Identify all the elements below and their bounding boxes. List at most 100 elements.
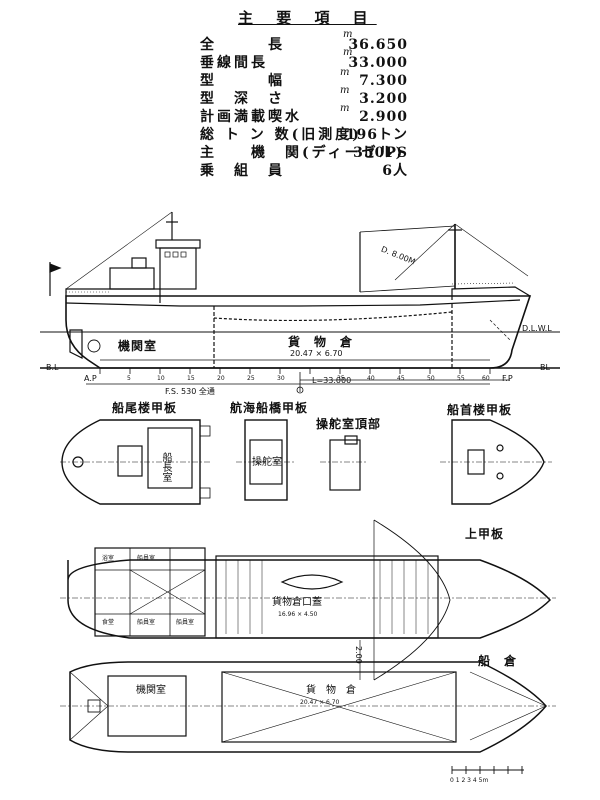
fp-label: F.P — [502, 374, 513, 383]
hold-label: 貨 物 倉 — [288, 335, 354, 349]
wheelhouse-top-plan — [320, 435, 368, 491]
scale-bar — [451, 766, 524, 774]
compass-box — [344, 435, 358, 445]
window — [172, 251, 179, 258]
stay — [65, 211, 173, 290]
spec-label: 型 幅 — [200, 73, 285, 89]
engine-room-label: 機関室 — [118, 339, 158, 353]
spec-value: 350PS — [353, 145, 408, 161]
poop-deck-plan — [60, 419, 211, 505]
hatch-label: 貨物倉口蓋 — [272, 597, 322, 608]
hold-diag — [221, 671, 457, 743]
room-bath: 浴室 — [102, 555, 115, 562]
poop-deck-title: 船尾楼甲板 — [112, 401, 178, 415]
topping-lift — [359, 225, 456, 233]
propeller — [87, 339, 101, 353]
frame-no: 30 — [277, 375, 285, 382]
hold-dims: 20.47 × 6.70 — [290, 349, 343, 358]
poop-room-label: 船長室 — [160, 452, 171, 482]
ap-label: A.P — [84, 374, 97, 383]
hatch-boards — [225, 560, 429, 634]
accommodation — [94, 547, 206, 637]
spec-label: 全 長 — [200, 37, 285, 53]
fc-deck-plan — [440, 419, 552, 505]
frame-no: 40 — [367, 375, 375, 382]
lpp-label: L=33.000 — [312, 376, 352, 385]
frame-no: 10 — [157, 375, 165, 382]
derrick-boom — [359, 285, 456, 293]
tank-diag — [69, 705, 109, 741]
hold-plan-title: 船 倉 — [478, 654, 518, 668]
bitt-icon — [496, 472, 504, 480]
stair-bottom — [199, 487, 211, 499]
rudder — [69, 329, 83, 359]
hold-plan-room: 貨 物 倉 — [306, 685, 356, 696]
spec-value: 36.650 — [348, 37, 408, 53]
room-mess: 食堂 — [102, 619, 115, 626]
upper-deck-plan — [60, 519, 556, 681]
window — [180, 251, 187, 258]
captain-room — [147, 427, 193, 489]
frame-no: 25 — [247, 375, 255, 382]
hatch-cover — [215, 555, 439, 639]
engine-plan-label: 機関室 — [136, 685, 166, 696]
spec-value: 7.300 — [359, 73, 408, 89]
fs-label: F.S. 530 全通 — [165, 387, 215, 396]
funnel — [131, 257, 147, 269]
bitt-icon — [496, 444, 504, 452]
room-store: 船員室 — [176, 619, 195, 626]
window — [164, 251, 171, 258]
spec-value: 6人 — [382, 163, 408, 179]
midship-symbol — [296, 386, 304, 394]
upper-deck-outline — [67, 559, 552, 639]
spec-value: 3.200 — [359, 91, 408, 107]
fore-peak-diag — [469, 705, 547, 741]
nav-deck-plan — [236, 419, 296, 501]
tank-diag — [69, 671, 109, 707]
unit-m: m — [340, 85, 350, 96]
frame-no: 60 — [482, 375, 490, 382]
frame-no: 20 — [217, 375, 225, 382]
hatch-dims: 16.96 × 4.50 — [278, 611, 318, 618]
frame-no: 5 — [127, 375, 131, 382]
frame-ticks — [99, 368, 491, 374]
frame-no: 45 — [397, 375, 405, 382]
forecastle — [451, 286, 531, 300]
frame-no: 50 — [427, 375, 435, 382]
nav-deck-outline — [244, 419, 288, 501]
derrick-swing-arc — [373, 519, 451, 681]
room-galley: 船員室 — [137, 619, 156, 626]
spec-value: 33.000 — [348, 55, 408, 71]
wheelhouse-top-title: 操舵室頂部 — [316, 417, 382, 431]
unit-m: m — [343, 29, 353, 40]
hull-outline — [65, 295, 532, 369]
deckhouse — [109, 267, 155, 290]
frame-no: 35 — [337, 375, 345, 382]
hold-plan — [60, 661, 556, 753]
bridge-top — [155, 239, 201, 249]
fore-stay — [454, 223, 529, 277]
bl-left: B.L — [46, 363, 59, 372]
profile-view — [40, 211, 560, 394]
beam-dim-label: 2.00 — [354, 646, 363, 664]
spec-label: 計画満載喫水 — [200, 109, 302, 125]
fc-deck-outline — [451, 419, 545, 505]
unit-m: m — [340, 103, 350, 114]
spec-value: 196トン — [345, 127, 408, 143]
railing — [451, 282, 516, 285]
frame-no: 15 — [187, 375, 195, 382]
flag — [49, 263, 62, 273]
wheelhouse-label: 操舵室 — [252, 457, 282, 468]
spec-label: 主 機 関(ディーゼル) — [200, 145, 406, 161]
bl-right: BL — [540, 363, 550, 372]
spec-label: 乗 組 員 — [200, 163, 285, 179]
cargo-hold-plan — [221, 671, 457, 743]
wheelhouse-top-outline — [329, 439, 361, 491]
spec-label: 垂線間長 — [200, 55, 268, 71]
unit-m: m — [343, 47, 353, 58]
stair-top — [199, 425, 211, 437]
nav-deck-title: 航海船橋甲板 — [230, 401, 309, 415]
spec-label: 総 ト ン 数(旧測度) — [200, 127, 362, 143]
spec-label: 型 深 さ — [200, 91, 285, 107]
spec-value: 2.900 — [359, 109, 408, 125]
